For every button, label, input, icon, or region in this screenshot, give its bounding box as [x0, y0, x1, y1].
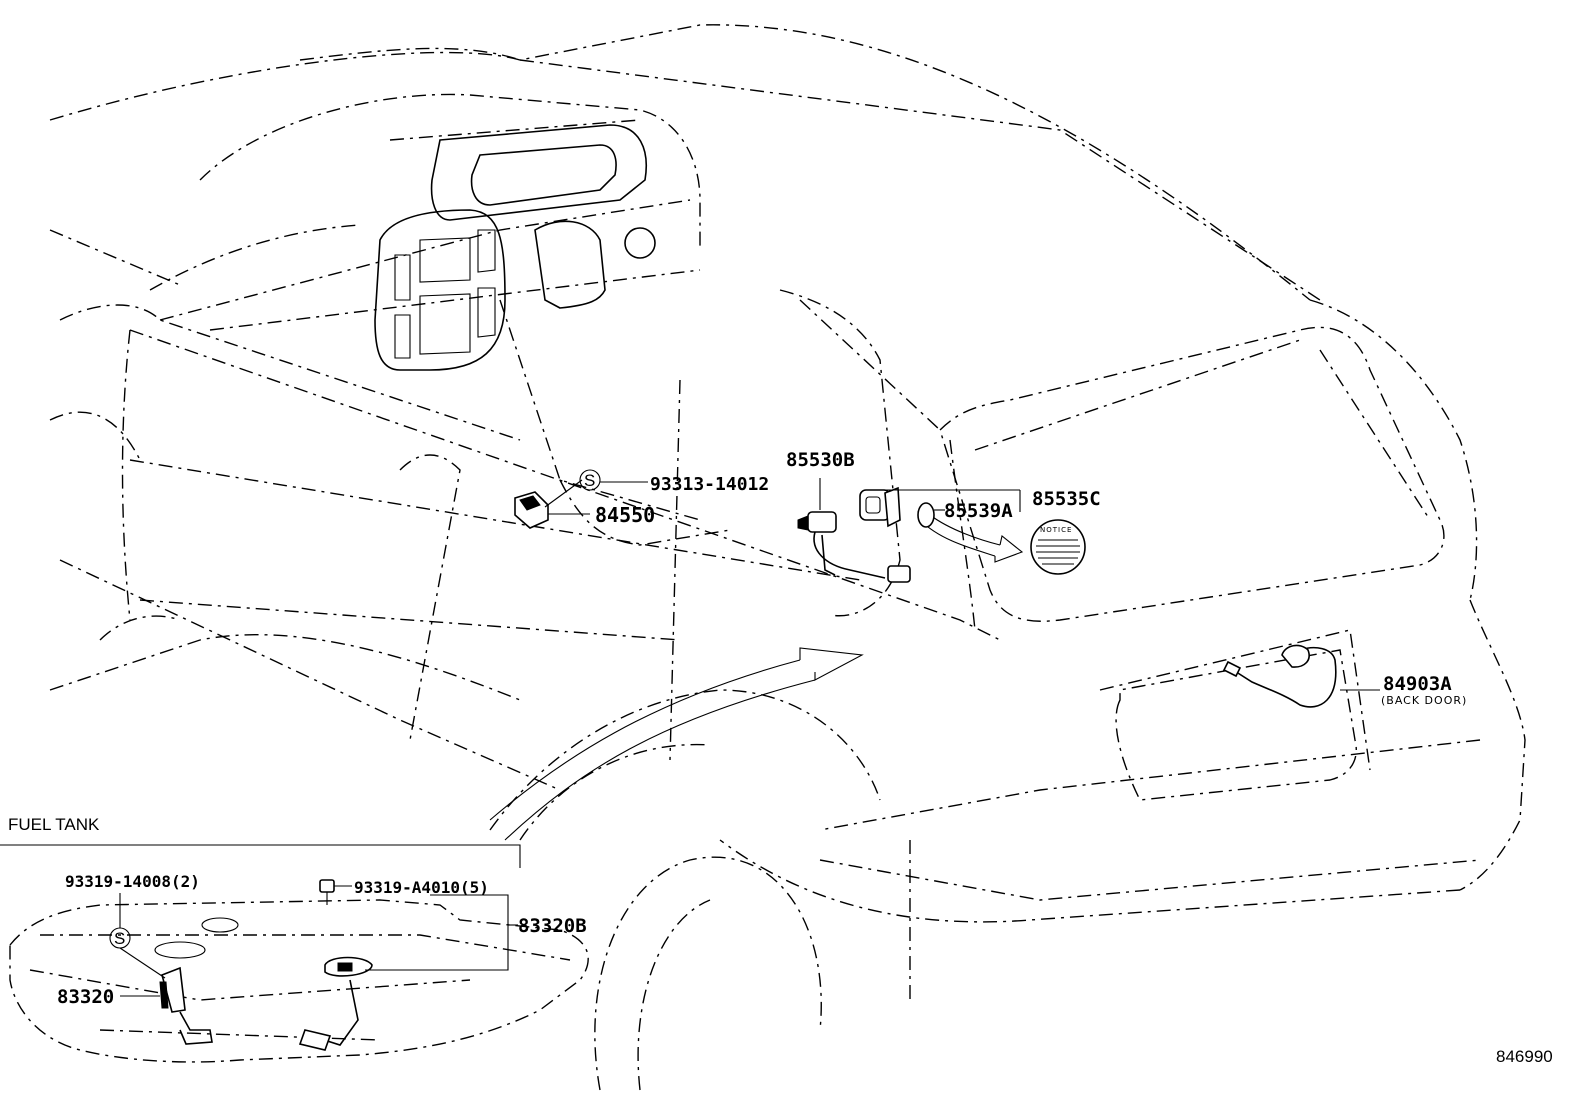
s-symbol-circle — [579, 469, 601, 491]
lamp-part-85535c — [859, 486, 1021, 528]
callout-84550: 84550 — [595, 503, 655, 527]
callout-84903a-note: (BACK DOOR) — [1381, 694, 1467, 707]
callout-85539a: 85539A — [944, 500, 1013, 522]
reference-number: 846990 — [1496, 1047, 1553, 1066]
callout-83320: 83320 — [57, 986, 114, 1008]
section-label: FUEL TANK — [8, 815, 100, 834]
switch-part-84550: S — [514, 469, 648, 529]
dashboard-detail — [374, 124, 656, 371]
flow-arrows — [489, 514, 1024, 841]
s-symbol-tank: S — [114, 929, 125, 948]
callout-93313-14012: 93313-14012 — [650, 474, 769, 495]
vehicle-outline — [49, 24, 1526, 1091]
callout-85530b: 85530B — [786, 449, 855, 471]
callouts: 93313-14012 84550 85530B 85539A 85535C 8… — [57, 449, 1467, 1008]
harness-part-84903a — [1222, 644, 1380, 708]
notice-label: NOTICE — [1030, 519, 1086, 575]
callout-93319-14008: 93319-14008(2) — [65, 872, 200, 891]
fuel-tank-inset: S — [0, 844, 589, 1063]
notice-text: NOTICE — [1040, 526, 1072, 534]
socket-part-85530b — [797, 478, 911, 583]
callout-84903a: 84903A — [1383, 673, 1452, 695]
callout-85535c: 85535C — [1032, 488, 1101, 510]
callout-83320b: 83320B — [518, 915, 587, 937]
callout-93319-a4010: 93319-A4010(5) — [354, 878, 489, 897]
s-symbol: S — [584, 471, 595, 490]
